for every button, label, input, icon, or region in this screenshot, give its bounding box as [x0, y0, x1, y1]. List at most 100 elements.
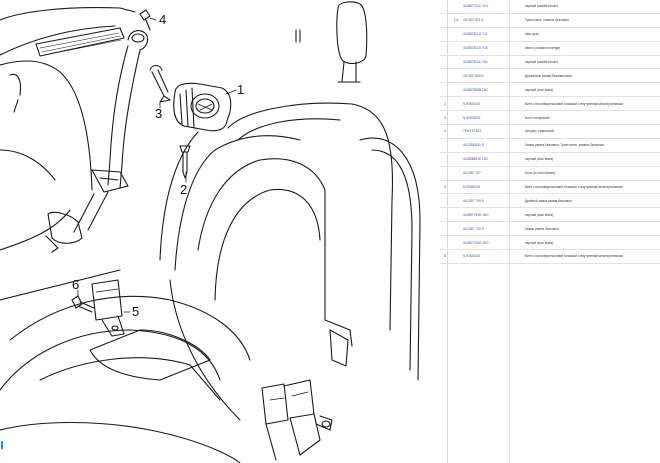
part-position — [440, 235, 450, 251]
part-number-link[interactable]: 4L0857811G Y15 — [462, 41, 524, 56]
part-quantity — [450, 41, 462, 56]
part-number-link[interactable]: 4L0857811G Y11 — [462, 27, 524, 42]
part-quantity — [450, 235, 462, 251]
part-position — [440, 68, 450, 84]
part-quantity — [450, 207, 462, 223]
retractor-unit — [173, 82, 232, 132]
part-description: Двойной замок ремня безопасн. — [524, 193, 660, 209]
part-position: 6 — [440, 180, 450, 195]
rear-seat-cushion — [0, 295, 251, 463]
part-description: Замок ремня безопасн. — [524, 221, 660, 237]
edge-marker — [1, 441, 3, 449]
part-description: Трехточечн. ремень безопасн. — [524, 13, 660, 28]
part-number-link[interactable]: 4L0857701C V04 — [462, 0, 524, 14]
part-quantity — [450, 221, 462, 237]
part-number-link[interactable]: 4L0857805B 1HC — [462, 82, 524, 98]
part-number-link[interactable]: N 90524401 — [462, 96, 524, 112]
part-position — [440, 27, 450, 42]
part-position — [440, 55, 450, 70]
part-number-link[interactable]: 4L0 857 805 A — [462, 68, 524, 84]
part-quantity — [450, 0, 462, 14]
part-number-link[interactable]: 4L0857811C V04 — [462, 55, 524, 70]
item-3-bolt — [149, 64, 171, 103]
part-number-link[interactable]: 4L0 857 757 — [462, 166, 524, 181]
part-position — [440, 193, 450, 209]
part-number-link[interactable]: 4L0 857 740 G — [462, 221, 524, 237]
part-position: 3 — [440, 110, 450, 126]
part-position — [440, 152, 450, 167]
part-description: Болт (to hold frames) — [524, 166, 660, 181]
part-description: Штуцер, рифленый — [524, 124, 660, 139]
callout-1: 1 — [237, 82, 244, 97]
part-description: черный (soul black) — [524, 152, 660, 167]
part-number-link[interactable]: 4L0857739D 1HC — [462, 207, 524, 223]
seat-belt-exploded-diagram: 4 1 3 2 6 5 — [0, 1, 421, 463]
part-position — [440, 82, 450, 98]
part-description: lotus grey — [524, 27, 660, 42]
part-number-link[interactable]: 4L0858831E 1HC — [462, 152, 524, 167]
item-6-bolt — [71, 295, 95, 313]
part-number-link[interactable]: 4L0 858 831 B — [462, 138, 524, 153]
part-number-link[interactable]: 4L0 857 739 D — [462, 193, 524, 209]
part-position: 4 — [440, 124, 450, 139]
part-number-link[interactable]: N 90659301 — [462, 180, 524, 195]
part-position — [440, 0, 450, 14]
part-position: 8 — [440, 249, 450, 264]
callout-5: 5 — [132, 304, 139, 319]
part-description: Винт с противорельсовой головкой с внутр… — [524, 249, 660, 264]
part-position — [440, 13, 450, 28]
headrest — [295, 1, 368, 83]
callout-3: 3 — [155, 106, 162, 121]
part-quantity — [450, 180, 462, 195]
part-number-link[interactable]: 7P6 870 523 — [462, 124, 524, 139]
part-description: Держатель ремня безопасности — [524, 68, 660, 84]
part-quantity — [450, 124, 462, 139]
part-description: черный (saddle brown) — [524, 55, 660, 70]
belt-webbing — [107, 45, 129, 186]
part-description: черный (saddle brown) — [524, 0, 660, 14]
double-buckle — [261, 379, 333, 461]
part-position — [440, 221, 450, 237]
part-number-link[interactable]: N 90524401 — [462, 249, 524, 264]
callout-4: 4 — [159, 12, 166, 27]
part-description: Винт с противорельсовой головкой с внутр… — [524, 180, 660, 195]
callout-2: 2 — [180, 182, 187, 197]
part-number-link[interactable]: 4L0857740G 1HC — [462, 235, 524, 251]
part-description: Болт, ползунный — [524, 110, 660, 126]
part-quantity — [450, 27, 462, 42]
part-position — [440, 138, 450, 153]
part-number-link[interactable]: N 90875202 — [462, 110, 524, 126]
part-quantity — [450, 166, 462, 181]
part-position — [440, 41, 450, 56]
vent-grille — [35, 27, 125, 57]
part-quantity: (1) — [450, 13, 462, 28]
part-description: kamel (cardamom beige) — [524, 41, 660, 56]
part-quantity — [450, 96, 462, 112]
part-number-link[interactable]: 4L0 857 811 A — [462, 13, 524, 28]
part-quantity — [450, 193, 462, 209]
part-quantity — [450, 138, 462, 153]
callout-6: 6 — [72, 277, 79, 292]
part-description: Винт с противорельсовой головкой с внутр… — [524, 96, 660, 112]
part-position — [440, 207, 450, 223]
part-quantity — [450, 68, 462, 84]
part-quantity — [450, 110, 462, 126]
